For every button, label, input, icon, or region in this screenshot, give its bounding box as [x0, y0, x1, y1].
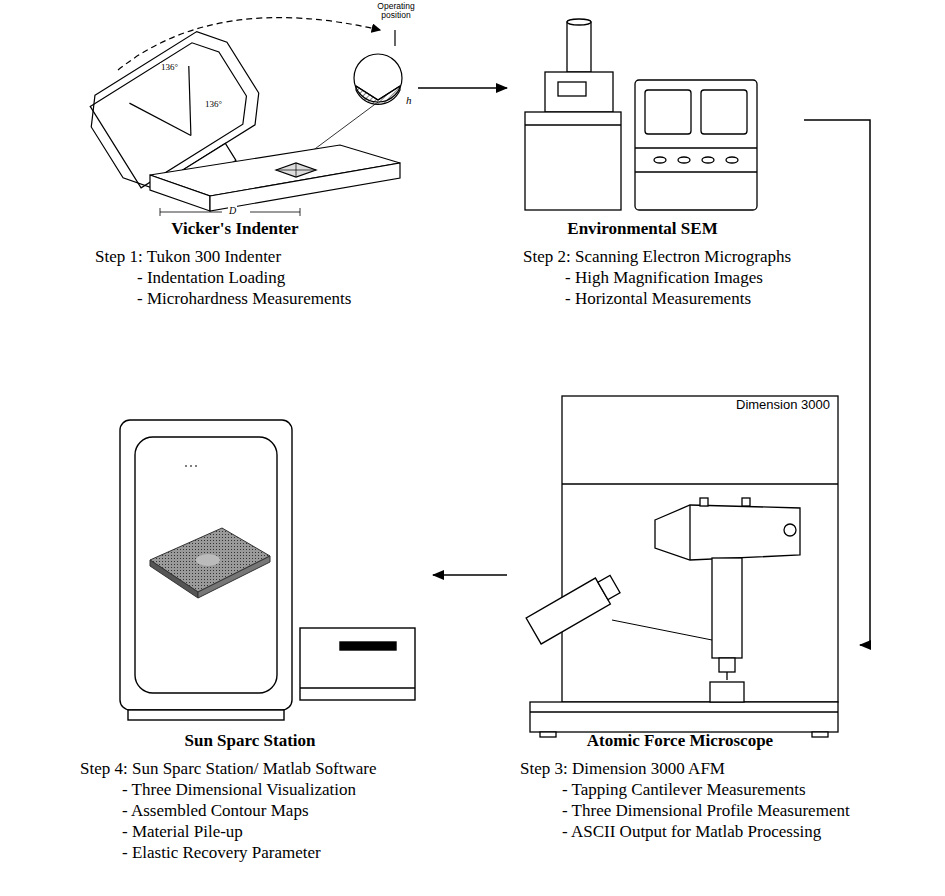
workstation-drawing [120, 420, 415, 720]
step-heading: Step 1: Tukon 300 Indenter [95, 246, 351, 267]
step-heading: Step 4: Sun Sparc Station/ Matlab Softwa… [80, 758, 377, 779]
drawing-label: Dimension 3000 [735, 398, 831, 412]
station-node: Environmental SEM Step 2: Scanning Electr… [515, 10, 798, 313]
drawing-label: D [228, 205, 237, 216]
step-heading: Step 2: Scanning Electron Micrographs [523, 246, 791, 267]
step-item: - Three Dimensional Visualization [80, 779, 377, 800]
step-item: - Assembled Contour Maps [80, 800, 377, 821]
flow-arrow [804, 120, 870, 645]
station-title: Atomic Force Microscope [515, 730, 845, 751]
step-list: Step 2: Scanning Electron Micrographs- H… [523, 246, 791, 309]
step-item: - High Magnification Images [523, 267, 791, 288]
station-title: Sun Sparc Station [75, 730, 425, 751]
station-node: Vicker's IndenterStep 1: Tukon 300 Inden… [60, 0, 410, 313]
step-heading: Step 3: Dimension 3000 AFM [520, 758, 850, 779]
drawing-label: 136° [160, 63, 179, 73]
step-item: - ASCII Output for Matlab Processing [520, 821, 850, 842]
step-item: - Indentation Loading [95, 267, 351, 288]
step-item: - Horizontal Measurements [523, 288, 791, 309]
step-item: - Tapping Cantilever Measurements [520, 779, 850, 800]
step-list: Step 3: Dimension 3000 AFM- Tapping Cant… [520, 758, 850, 842]
sem-drawing [525, 19, 757, 210]
station-title: Environmental SEM [515, 218, 770, 239]
vickers-indenter-drawing [78, 18, 402, 229]
station-title: Vicker's Indenter [60, 218, 410, 239]
step-item: - Elastic Recovery Parameter [80, 842, 377, 863]
step-item: - Material Pile-up [80, 821, 377, 842]
drawing-label: 136° [204, 100, 223, 110]
drawing-label: h [405, 94, 413, 106]
step-list: Step 1: Tukon 300 Indenter- Indentation … [95, 246, 351, 309]
flow-arrow [418, 87, 507, 89]
flow-arrow [433, 574, 507, 576]
station-node: Atomic Force MicroscopeStep 3: Dimension… [515, 390, 856, 850]
afm-drawing [526, 396, 838, 737]
step-item: - Microhardness Measurements [95, 288, 351, 309]
step-item: - Three Dimensional Profile Measurement [520, 800, 850, 821]
station-node: Sun Sparc StationStep 4: Sun Sparc Stati… [75, 415, 425, 890]
step-list: Step 4: Sun Sparc Station/ Matlab Softwa… [80, 758, 377, 863]
drawing-label: Operating position [371, 2, 421, 21]
